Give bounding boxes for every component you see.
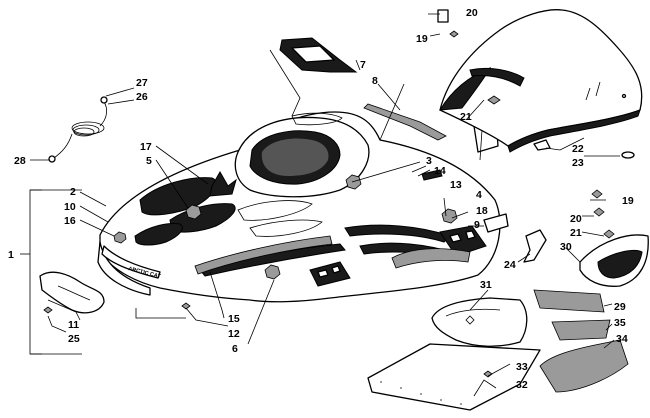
screw-19-right — [591, 189, 603, 199]
callout-7: 7 — [360, 59, 366, 71]
callout-8: 8 — [372, 75, 378, 87]
callout-22: 22 — [572, 143, 584, 155]
callout-3: 3 — [426, 155, 432, 167]
mirror-30-inner — [597, 249, 643, 279]
pad-29 — [533, 289, 605, 313]
washer-23 — [621, 151, 635, 159]
callout-33: 33 — [516, 361, 528, 373]
callout-20-top: 20 — [466, 7, 478, 19]
leader-lines — [20, 13, 620, 397]
hood-checker-graphic — [309, 225, 487, 287]
hood-scoop-1 — [237, 200, 313, 221]
callout-21-top: 21 — [460, 111, 472, 123]
callout-10: 10 — [64, 201, 76, 213]
callout-29: 29 — [614, 301, 626, 313]
vent-grille-detail — [291, 45, 335, 63]
windshield-clip-22 — [533, 139, 551, 151]
callout-numbers: 1 2 10 16 17 5 27 26 28 11 25 15 12 6 7 … — [8, 7, 634, 391]
callout-21-right: 21 — [570, 227, 582, 239]
callout-19-top: 19 — [416, 33, 428, 45]
hood-screen-highlight — [261, 138, 329, 176]
screw-20-top — [437, 9, 449, 23]
screw-20-right — [593, 207, 605, 217]
callout-6: 6 — [232, 343, 238, 355]
hood-plug-3 — [345, 174, 362, 190]
hood-nose — [97, 241, 151, 296]
callout-32: 32 — [516, 379, 528, 391]
callout-5: 5 — [146, 155, 152, 167]
bolt-12 — [181, 302, 191, 310]
belly-pan-31 — [431, 297, 528, 347]
callout-17: 17 — [140, 141, 152, 153]
pad-34 — [539, 339, 629, 393]
belly-pan-31-detail — [445, 308, 501, 325]
callout-16: 16 — [64, 215, 76, 227]
hood-emblem — [209, 170, 237, 197]
screw-19-top — [449, 30, 459, 38]
hood-vent-left-2 — [169, 203, 236, 233]
hood-vent-left-3 — [134, 223, 183, 246]
shield-9 — [483, 213, 509, 233]
callout-19-right: 19 — [622, 195, 634, 207]
hood-assembly: ARCTIC CAT — [97, 111, 501, 303]
nut-21-right — [603, 229, 615, 239]
floor-plate-32 — [367, 343, 541, 411]
callout-27: 27 — [136, 77, 148, 89]
callout-28: 28 — [14, 155, 26, 167]
nut-21-top — [487, 95, 501, 105]
hood-plug-16 — [113, 231, 127, 244]
callout-25: 25 — [68, 333, 80, 345]
callout-20-right: 20 — [570, 213, 582, 225]
callout-4: 4 — [476, 189, 482, 201]
hood-top-vent — [291, 112, 343, 126]
callout-31: 31 — [480, 279, 492, 291]
pad-35 — [551, 319, 611, 341]
callout-12: 12 — [228, 328, 240, 340]
hood-scoop-2 — [249, 219, 323, 237]
bolt-25 — [43, 306, 53, 314]
hood-side-decal — [194, 235, 333, 275]
callout-24: 24 — [504, 259, 516, 271]
callout-26: 26 — [136, 91, 148, 103]
callout-23: 23 — [572, 157, 584, 169]
callout-34: 34 — [616, 333, 628, 345]
windshield — [439, 9, 643, 153]
callout-2: 2 — [70, 186, 76, 198]
side-latch-24 — [523, 229, 547, 263]
callout-9: 9 — [474, 219, 480, 231]
callout-35: 35 — [614, 317, 626, 329]
bracket-slot — [57, 285, 91, 301]
decal-13 — [421, 169, 443, 181]
hood-plug-6 — [264, 264, 281, 280]
callout-1: 1 — [8, 249, 14, 261]
callout-14: 14 — [434, 165, 446, 177]
hood-model-logo — [391, 248, 471, 269]
hood-headlight-lens — [101, 245, 161, 279]
callout-18: 18 — [476, 205, 488, 217]
deflector-strip — [363, 103, 447, 141]
callout-15: 15 — [228, 313, 240, 325]
hood-plug-5 — [185, 204, 202, 220]
callout-13: 13 — [450, 179, 462, 191]
headlight-bulb-harness — [48, 96, 108, 163]
floor-plate-32-rivets — [380, 381, 462, 405]
callout-30: 30 — [560, 241, 572, 253]
callout-11: 11 — [68, 319, 79, 331]
